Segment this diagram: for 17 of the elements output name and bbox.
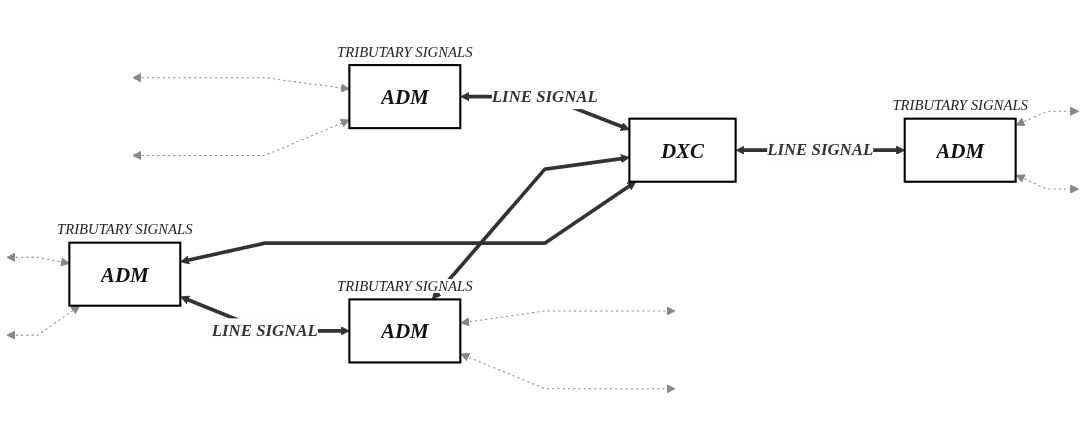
arrow [6, 252, 70, 267]
arrow [132, 73, 350, 93]
arrow [6, 305, 81, 340]
side-label: TRIBUTARY SIGNALS [57, 221, 193, 238]
arrow [132, 118, 350, 161]
side-label: TRIBUTARY SIGNALS [892, 97, 1028, 114]
arrow [1015, 106, 1080, 127]
edge-label: LINE SIGNAL [491, 87, 598, 106]
side-label: TRIBUTARY SIGNALS [337, 43, 473, 60]
arrow [180, 181, 637, 265]
node-box: DXC [628, 117, 737, 183]
arrow [431, 154, 630, 300]
edge-label: LINE SIGNAL [767, 140, 874, 159]
arrow [460, 352, 676, 394]
arrow [1015, 174, 1080, 194]
edge-label: LINE SIGNAL [211, 321, 318, 340]
arrow [460, 306, 676, 327]
